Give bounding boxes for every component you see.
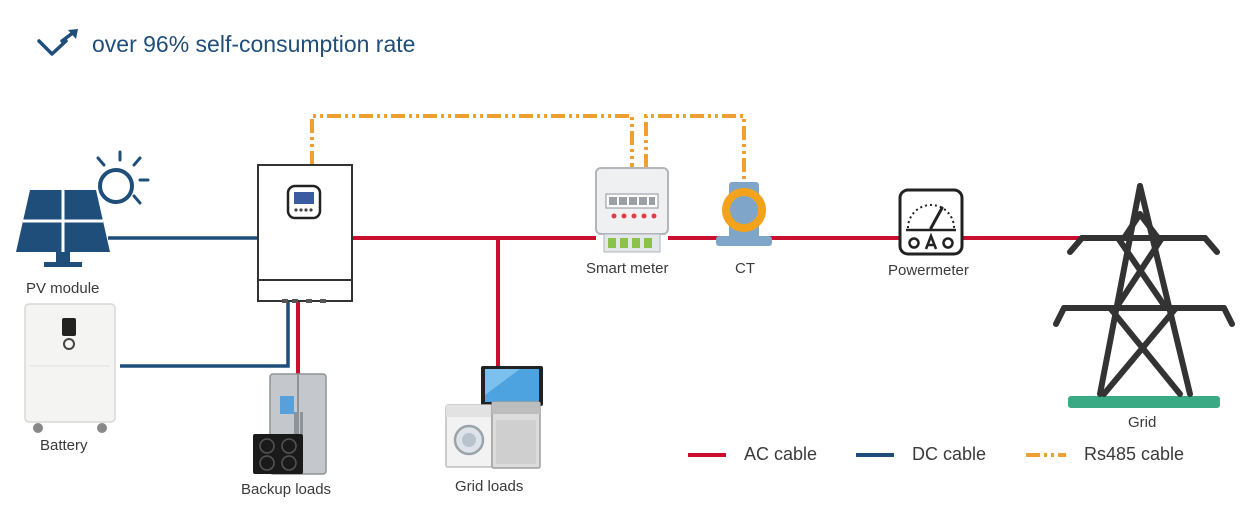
legend-rs485-label: Rs485 cable bbox=[1084, 444, 1185, 464]
powermeter-icon bbox=[898, 188, 964, 256]
headline: over 96% self-consumption rate bbox=[36, 28, 415, 60]
ac-cables bbox=[296, 236, 1085, 376]
trend-up-check-icon bbox=[37, 29, 78, 56]
ct-label: CT bbox=[735, 260, 755, 277]
backup-loads-label: Backup loads bbox=[241, 481, 332, 498]
battery-icon bbox=[24, 303, 116, 433]
legend-ac-swatch bbox=[688, 452, 726, 457]
legend-dc-swatch bbox=[856, 452, 894, 457]
legend-dc: DC cable bbox=[856, 444, 986, 465]
legend-dc-label: DC cable bbox=[912, 444, 987, 464]
smart-meter-label: Smart meter bbox=[586, 260, 669, 277]
headline-text: over 96% self-consumption rate bbox=[92, 30, 416, 57]
grid-loads-label: Grid loads bbox=[455, 478, 524, 495]
pv-module-label: PV module bbox=[26, 280, 100, 297]
battery-label: Battery bbox=[40, 437, 88, 454]
grid-loads-icon bbox=[445, 366, 543, 469]
rs485-cables bbox=[310, 114, 746, 182]
backup-loads-icon bbox=[253, 373, 327, 475]
legend-ac: AC cable bbox=[688, 444, 817, 465]
powermeter-label: Powermeter bbox=[888, 262, 969, 279]
legend-ac-label: AC cable bbox=[744, 444, 818, 464]
smart-meter-icon bbox=[595, 167, 669, 253]
ct-icon bbox=[716, 182, 772, 246]
grid-tower-icon bbox=[1053, 183, 1235, 408]
grid-label: Grid bbox=[1128, 414, 1157, 431]
dc-cables bbox=[108, 236, 290, 368]
legend-rs485-swatch bbox=[1026, 452, 1066, 457]
pv-module-icon bbox=[16, 150, 150, 267]
inverter-icon bbox=[257, 164, 353, 303]
legend-rs485: Rs485 cable bbox=[1026, 444, 1184, 465]
